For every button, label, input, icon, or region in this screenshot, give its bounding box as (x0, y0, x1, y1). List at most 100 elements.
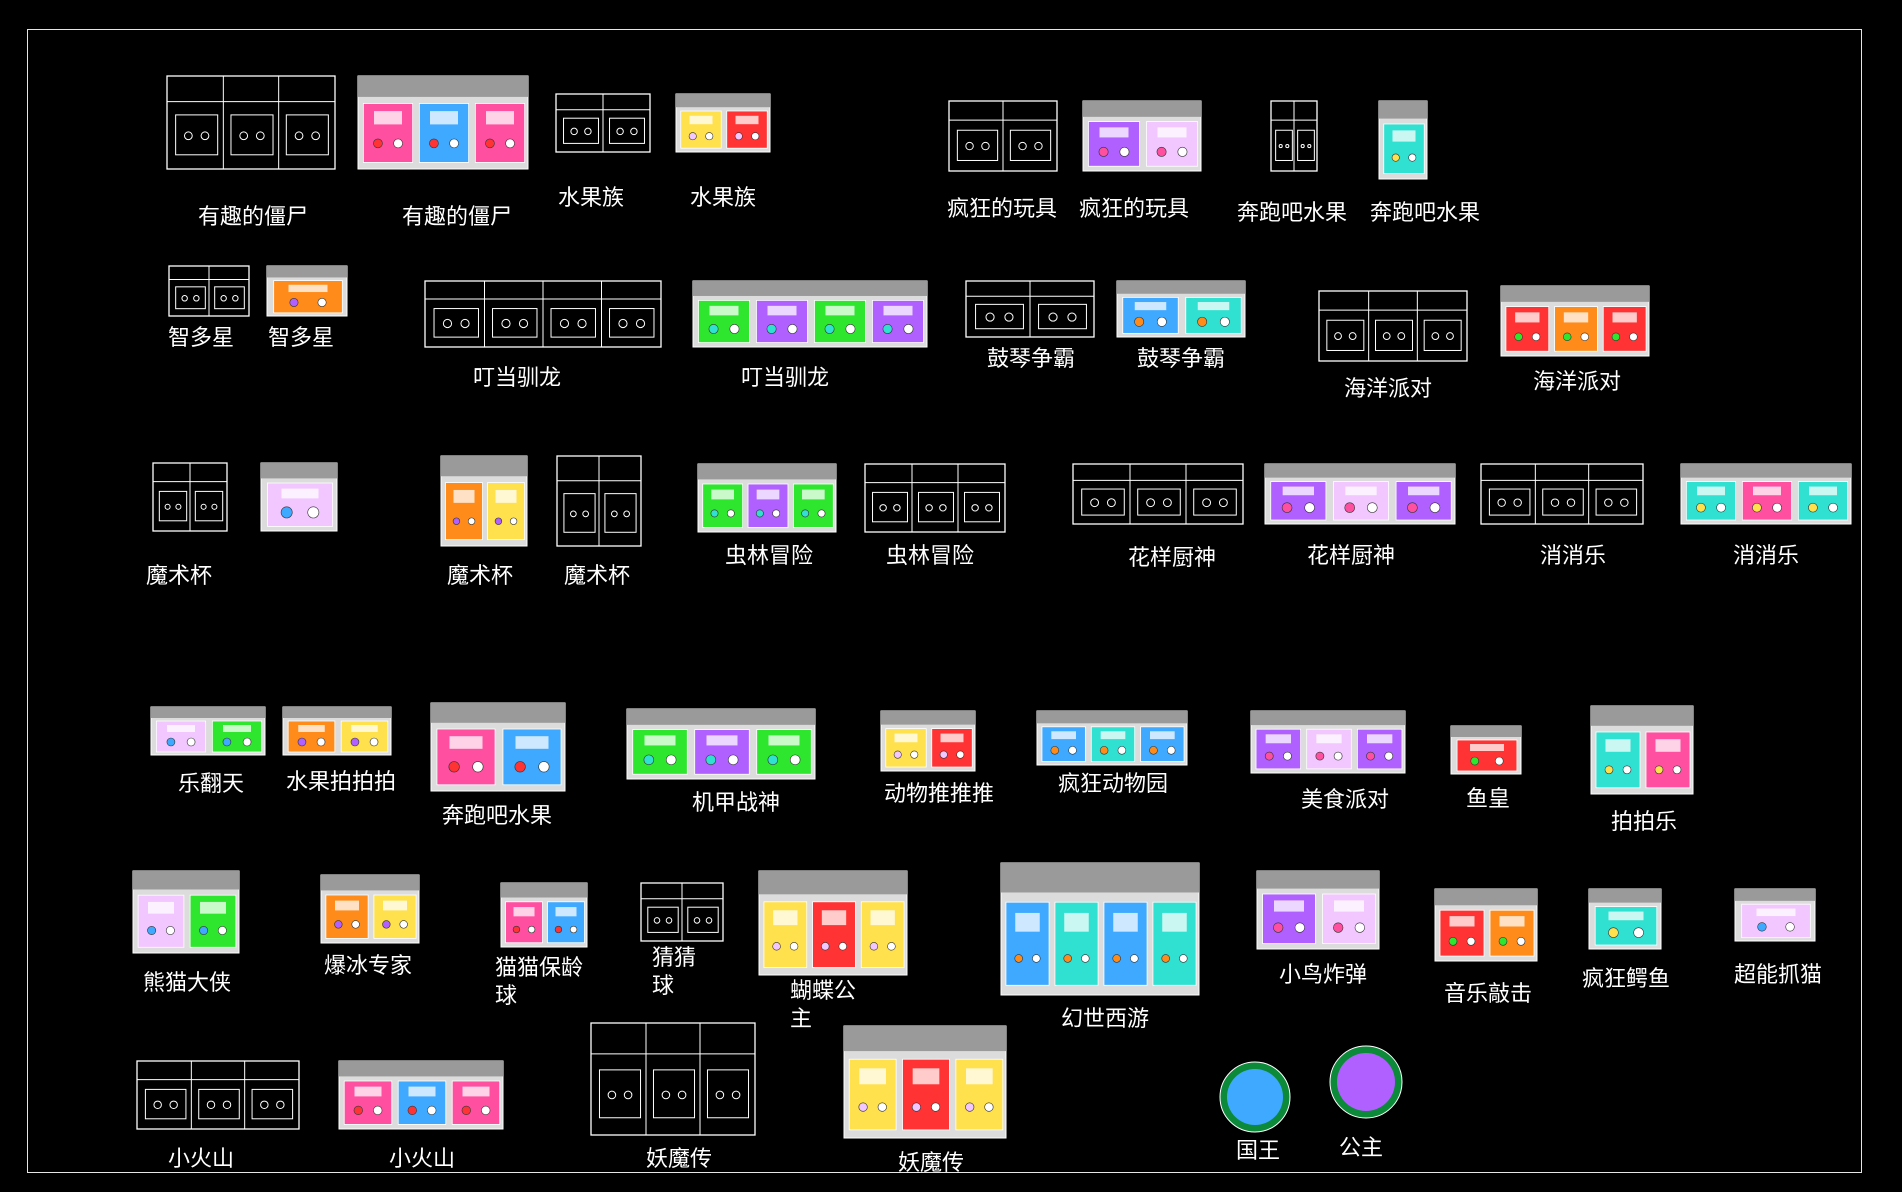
machine-icon (626, 708, 816, 780)
machine-icon (430, 702, 566, 792)
machine-label: 水果族 (558, 186, 625, 211)
machine-icon (1250, 710, 1406, 774)
machine-icon (1378, 100, 1428, 180)
machine-label: 疯狂的玩具 (1079, 197, 1190, 222)
machine-icon (1734, 888, 1816, 942)
machine-label: 熊猫大侠 (143, 971, 232, 996)
machine-label: 爆冰专家 (324, 954, 413, 979)
machine-icon (758, 870, 908, 976)
machine-label: 国王 (1236, 1139, 1281, 1164)
machine-icon (152, 462, 228, 532)
machine-icon (1450, 725, 1522, 775)
machine-icon (357, 75, 529, 170)
machine-label: 叮当驯龙 (741, 366, 830, 391)
machine-label: 智多星 (168, 326, 235, 351)
machine-icon (320, 874, 420, 944)
machine-label: 海洋派对 (1533, 370, 1622, 395)
machine-label: 消消乐 (1733, 544, 1800, 569)
machine-label: 智多星 (268, 326, 335, 351)
machine-icon (136, 1060, 300, 1130)
machine-label: 鼓琴争霸 (1137, 347, 1226, 372)
machine-icon (640, 882, 724, 942)
machine-label: 音乐敲击 (1444, 982, 1533, 1007)
machine-icon (864, 463, 1006, 533)
machine-icon (338, 1060, 504, 1130)
machine-icon (1082, 100, 1202, 172)
machine-icon (1318, 290, 1468, 362)
machine-icon (880, 710, 976, 772)
machine-icon (1588, 888, 1662, 950)
machine-icon (260, 462, 338, 532)
machine-label: 水果拍拍拍 (286, 770, 397, 795)
machine-label: 魔术杯 (146, 564, 213, 589)
machine-label: 小火山 (168, 1147, 235, 1172)
machine-icon (555, 93, 651, 153)
machine-label: 小鸟炸弹 (1279, 963, 1368, 988)
machine-icon (692, 280, 928, 348)
machine-label: 妖魔传 (646, 1147, 713, 1172)
machine-label: 鱼皇 (1466, 787, 1511, 812)
machine-label: 魔术杯 (447, 564, 514, 589)
machine-icon (266, 265, 348, 317)
machine-icon (1680, 463, 1852, 525)
machine-icon (1270, 100, 1318, 172)
machine-label: 妖魔传 (898, 1151, 965, 1176)
machine-icon (948, 100, 1058, 172)
drawing-border (27, 29, 1862, 1173)
machine-label: 花样厨神 (1307, 544, 1396, 569)
machine-icon (590, 1022, 756, 1136)
machine-icon (965, 280, 1095, 338)
machine-label: 疯狂的玩具 (947, 197, 1058, 222)
machine-label: 叮当驯龙 (473, 366, 562, 391)
machine-icon (500, 882, 588, 948)
machine-label: 奔跑吧水果 (1370, 201, 1481, 226)
machine-label: 公主 (1339, 1136, 1384, 1161)
machine-icon (132, 870, 240, 954)
machine-label: 小火山 (389, 1147, 456, 1172)
machine-icon (440, 455, 528, 547)
machine-icon (675, 93, 771, 153)
machine-label: 动物推推推 (884, 782, 995, 807)
machine-icon (1434, 888, 1538, 962)
machine-label: 花样厨神 (1128, 546, 1217, 571)
machine-label: 鼓琴争霸 (987, 347, 1076, 372)
machine-icon (1590, 705, 1694, 795)
machine-label: 猫猫保龄 球 (495, 956, 584, 1009)
machine-icon (282, 706, 392, 756)
machine-icon (168, 265, 250, 317)
machine-icon (1256, 870, 1380, 950)
machine-label: 疯狂鳄鱼 (1582, 967, 1671, 992)
machine-label: 超能抓猫 (1734, 963, 1823, 988)
machine-label: 有趣的僵尸 (198, 205, 309, 230)
machine-label: 有趣的僵尸 (402, 205, 513, 230)
machine-label: 水果族 (690, 186, 757, 211)
machine-label: 魔术杯 (564, 564, 631, 589)
machine-label: 猜猜 球 (652, 946, 697, 999)
machine-icon (1116, 280, 1246, 338)
machine-icon (1329, 1045, 1403, 1119)
machine-label: 美食派对 (1301, 788, 1390, 813)
machine-label: 海洋派对 (1344, 377, 1433, 402)
machine-label: 乐翻天 (178, 772, 245, 797)
machine-icon (697, 463, 837, 533)
machine-icon (150, 706, 266, 756)
machine-icon (1072, 463, 1244, 525)
machine-icon (556, 455, 642, 547)
machine-icon (166, 75, 336, 170)
machine-label: 蝴蝶公 主 (790, 979, 857, 1032)
machine-label: 消消乐 (1540, 544, 1607, 569)
machine-label: 奔跑吧水果 (442, 804, 553, 829)
machine-label: 机甲战神 (692, 791, 781, 816)
machine-label: 虫林冒险 (725, 544, 814, 569)
machine-icon (1500, 285, 1650, 357)
machine-icon (843, 1025, 1007, 1139)
machine-label: 疯狂动物园 (1058, 772, 1169, 797)
machine-icon (1036, 710, 1188, 766)
machine-icon (1219, 1061, 1291, 1133)
machine-icon (424, 280, 662, 348)
machine-icon (1264, 463, 1456, 525)
machine-label: 奔跑吧水果 (1237, 201, 1348, 226)
machine-icon (1480, 463, 1644, 525)
machine-label: 幻世西游 (1061, 1007, 1150, 1032)
machine-label: 拍拍乐 (1611, 810, 1678, 835)
